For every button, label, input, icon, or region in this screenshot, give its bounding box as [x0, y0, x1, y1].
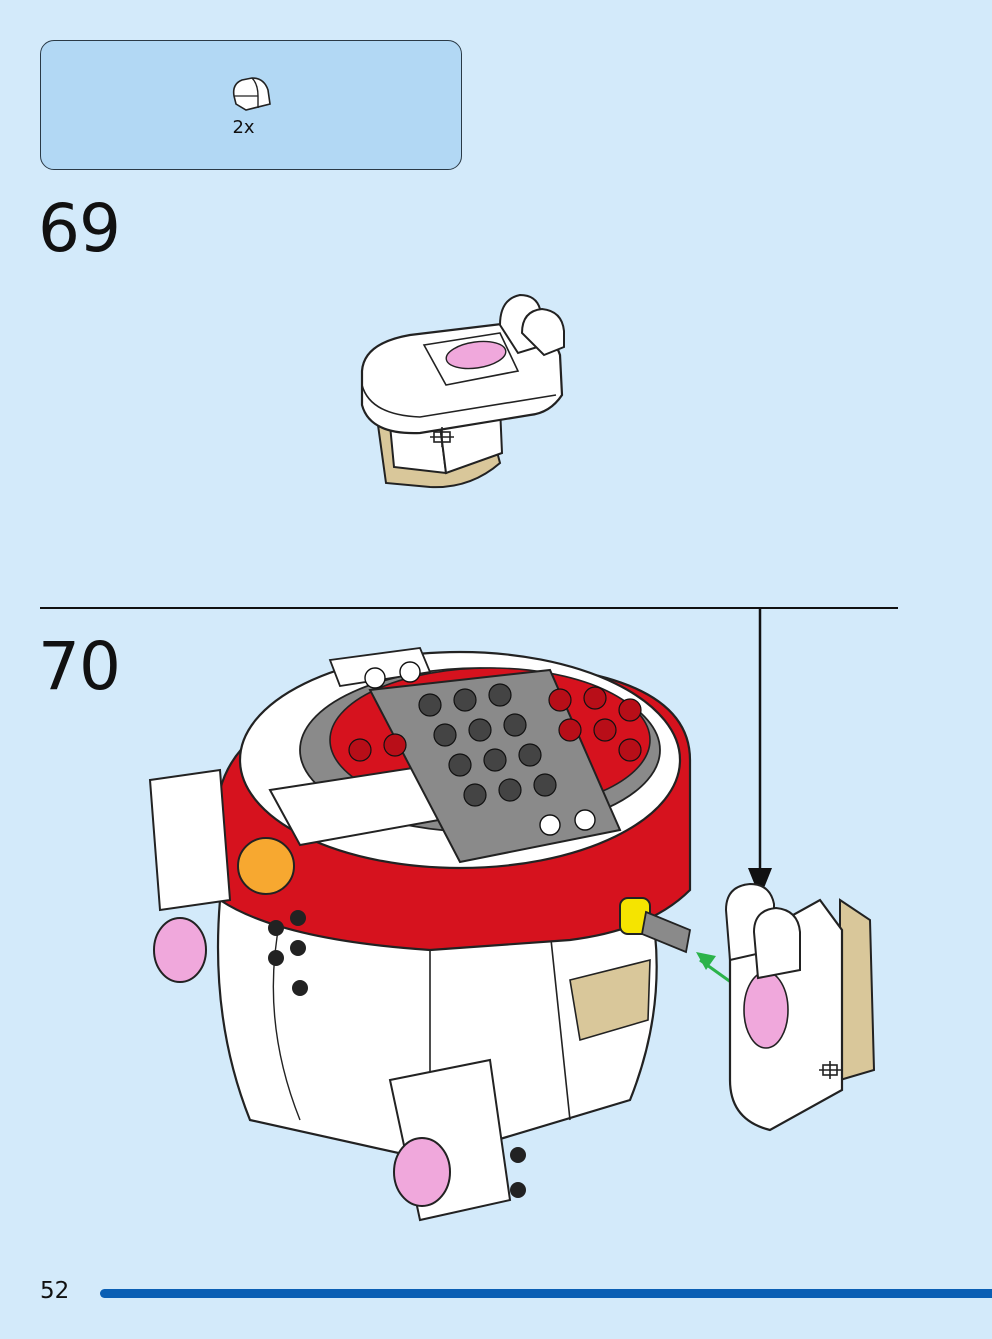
- step-number-69: 69: [38, 190, 121, 267]
- step-69-assembly-illustration: [360, 293, 565, 489]
- step-divider: [40, 607, 898, 609]
- progress-bar: [100, 1289, 992, 1298]
- page-number: 52: [40, 1278, 70, 1304]
- white-round-tile-brick-icon: [232, 77, 271, 111]
- part-quantity: 2x: [232, 117, 255, 138]
- step-number-70: 70: [38, 628, 121, 705]
- step-70-assembly-illustration: [148, 608, 876, 1222]
